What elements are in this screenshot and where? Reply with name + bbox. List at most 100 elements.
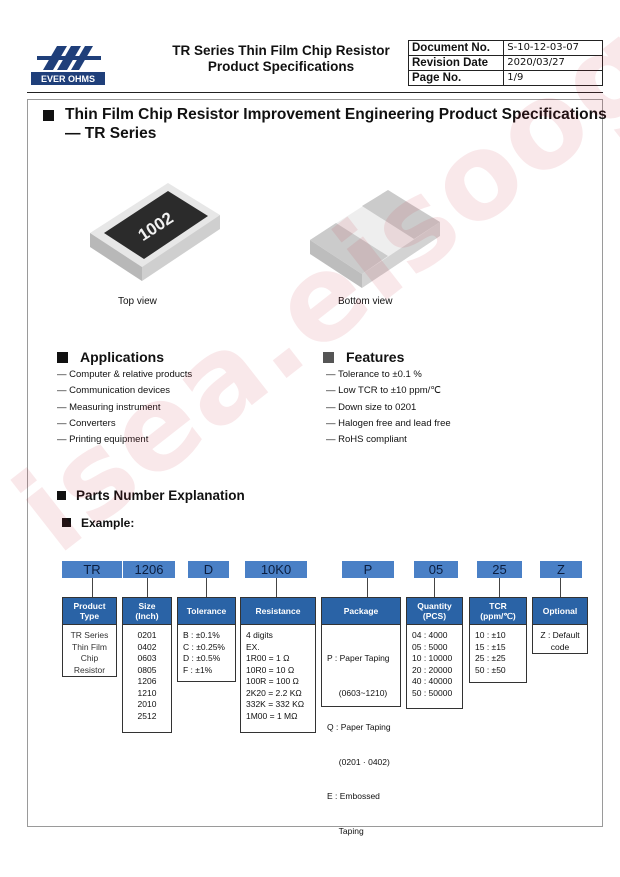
column-line: 10 : 10000 [412,653,453,663]
doc-no-value: S-10-12-03-07 [503,40,603,56]
features-list: — Tolerance to ±0.1 % — Low TCR to ±10 p… [326,367,451,448]
bottom-view-caption: Bottom view [338,296,393,307]
column-header: Product Type [63,598,116,625]
column-line: 15 : ±15 [475,641,506,652]
header-title-line1: TR Series Thin Film Chip Resistor [172,43,390,58]
header-title: TR Series Thin Film Chip Resistor Produc… [139,43,423,75]
ever-ohms-logo: EVER OHMS [31,46,105,85]
column-body: TR Series Thin Film Chip Resistor [63,625,116,679]
code-package: P [342,561,394,578]
column-header: Tolerance [178,598,235,625]
column-line: (0201 · 0402) [327,756,390,767]
column-line: 04 : 4000 [412,630,448,640]
column-header-line2: (Inch) [135,611,159,621]
connector-line [206,578,207,597]
connector-line [92,578,93,597]
column-line: B : ±0.1% [183,630,220,640]
list-item: — Computer & relative products [57,369,193,380]
column-header-line1: Product [73,601,106,611]
column-line: 05 : 5000 [412,641,448,652]
column-tolerance: Tolerance B : ±0.1% C : ±0.25% D : ±0.5%… [177,597,236,682]
column-header-line2: (PCS) [422,611,447,621]
column-header-line1: Size [138,601,156,611]
logo-text: EVER OHMS [41,74,95,84]
list-item: — Down size to 0201 [326,401,417,413]
column-line: Q : Paper Taping [327,722,391,732]
column-line: Z : Default [540,630,580,640]
page-no-label: Page No. [407,70,505,86]
column-body: 04 : 4000 05 : 5000 10 : 10000 20 : 2000… [407,625,462,702]
code-optional: Z [540,561,582,578]
column-header: Quantity (PCS) [407,598,462,625]
column-line: 1210 [137,687,157,698]
column-line: 20 : 20000 [412,664,453,675]
column-line: Thin Film [72,641,107,652]
column-line: code [550,641,570,652]
code-size: 1206 [123,561,175,578]
column-resistance: Resistance 4 digits EX. 1R00 = 1 Ω 10R0 … [240,597,316,733]
column-line: TR Series [70,630,109,640]
column-line: Resistor [73,664,106,675]
column-header-line1: Quantity [417,601,452,611]
column-header: Resistance [241,598,315,625]
page-no-value: 1/9 [503,70,603,86]
list-item: — RoHS compliant [326,434,407,446]
example-heading: Example: [62,516,134,530]
list-item: — Tolerance to ±0.1 % [326,369,422,380]
applications-title: Applications [80,349,165,365]
column-line: 50 : ±50 [475,664,506,675]
example-label: Example: [81,516,135,530]
column-header: TCR (ppm/℃) [470,598,526,625]
column-line: 40 : 40000 [412,676,453,686]
column-quantity: Quantity (PCS) 04 : 4000 05 : 5000 10 : … [406,597,463,709]
doc-no-label: Document No. [407,40,505,56]
bullet-square-icon [57,351,68,363]
main-title-line2: — TR Series [65,125,157,142]
revision-value: 2020/03/27 [503,55,603,71]
list-item: — Printing equipment [57,434,149,446]
column-line: 0402 [137,641,157,652]
list-item: — Measuring instrument [57,401,161,413]
column-body: B : ±0.1% C : ±0.25% D : ±0.5% F : ±1% [178,625,235,679]
column-header-line1: TCR [489,601,507,611]
column-optional: Optional Z : Default code [532,597,588,654]
column-header-line1: Tolerance [186,606,227,616]
column-line: 332K = 332 KΩ [246,699,305,709]
connector-line [367,578,368,597]
bullet-square-icon [323,351,334,363]
column-line: 100R = 100 Ω [246,676,299,686]
header-title-line2: Product Specifications [207,59,355,74]
parts-number-heading: Parts Number Explanation [57,488,245,503]
column-line: C : ±0.25% [183,641,225,652]
column-header-line2: Type [79,611,100,621]
column-line: E : Embossed [327,791,380,801]
code-product-type: TR [62,561,122,578]
code-tolerance: D [188,561,229,578]
connector-line [434,578,435,597]
list-item: — Communication devices [57,385,170,397]
column-line: 0603 [137,653,157,663]
column-product-type: Product Type TR Series Thin Film Chip Re… [62,597,117,677]
column-body: 0201 0402 0603 0805 1206 1210 2010 2512 [123,625,171,725]
top-view-caption: Top view [118,296,157,307]
column-line: 50 : 50000 [412,687,453,698]
column-body: 10 : ±10 15 : ±15 25 : ±25 50 : ±50 [470,625,526,679]
column-line: Chip [80,653,99,663]
connector-line [560,578,561,597]
column-line: 10R0 = 10 Ω [246,664,295,675]
column-body: 4 digits EX. 1R00 = 1 Ω 10R0 = 10 Ω 100R… [241,625,315,725]
column-header-line2: (ppm/℃) [480,611,516,621]
main-title-line1: Thin Film Chip Resistor Improvement Engi… [65,106,607,123]
column-line: D : ±0.5% [183,653,221,663]
column-package: Package P : Paper Taping (0603~1210) Q :… [321,597,401,836]
column-line: 2010 [137,699,157,709]
column-line: 1R00 = 1 Ω [246,653,290,663]
code-tcr: 25 [477,561,522,578]
column-line: 10 : ±10 [475,630,506,640]
column-body: P : Paper Taping (0603~1210) Q : Paper T… [322,625,400,863]
column-line: 4 digits [246,630,273,640]
connector-line [499,578,500,597]
list-item: — Converters [57,417,116,429]
column-body: Z : Default code [533,625,587,656]
code-quantity: 05 [414,561,458,578]
